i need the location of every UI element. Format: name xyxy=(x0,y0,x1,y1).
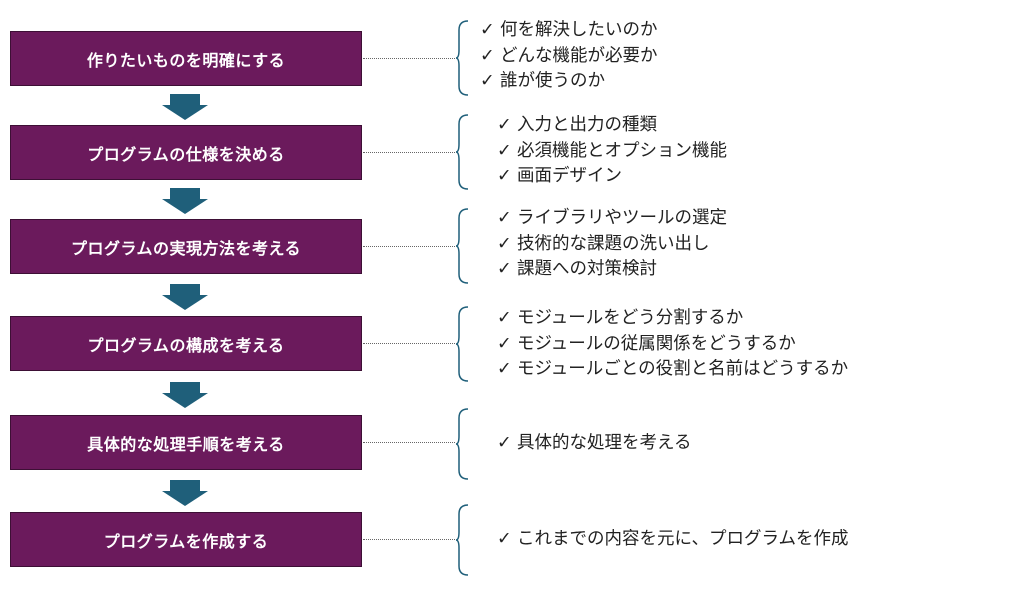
down-arrow-icon xyxy=(162,480,208,506)
check-icon: ✓ xyxy=(497,529,512,549)
step-box-5: 具体的な処理手順を考える xyxy=(10,415,362,470)
down-arrow-icon xyxy=(162,94,208,120)
step-5-items: ✓具体的な処理を考える xyxy=(497,431,691,457)
list-item: ✓ライブラリやツールの選定 xyxy=(497,206,727,232)
connector-line xyxy=(363,58,455,59)
list-item: ✓入力と出力の種類 xyxy=(497,113,727,139)
step-box-2: プログラムの仕様を決める xyxy=(10,125,362,180)
check-icon: ✓ xyxy=(497,208,512,228)
step-box-6: プログラムを作成する xyxy=(10,512,362,567)
list-item: ✓どんな機能が必要か xyxy=(480,44,658,70)
down-arrow-icon xyxy=(162,188,208,214)
list-item: ✓モジュールをどう分割するか xyxy=(497,306,848,332)
list-item: ✓課題への対策検討 xyxy=(497,257,727,283)
left-brace-icon xyxy=(455,208,469,284)
list-item: ✓誰が使うのか xyxy=(480,69,658,95)
step-4-items: ✓モジュールをどう分割するか ✓モジュールの従属関係をどうするか ✓モジュールご… xyxy=(497,306,848,383)
step-box-1: 作りたいものを明確にする xyxy=(10,31,362,86)
step-2-items: ✓入力と出力の種類 ✓必須機能とオプション機能 ✓画面デザイン xyxy=(497,113,727,190)
check-icon: ✓ xyxy=(497,259,512,279)
connector-line xyxy=(363,152,455,153)
check-icon: ✓ xyxy=(480,20,495,40)
list-item: ✓モジュールごとの役割と名前はどうするか xyxy=(497,357,848,383)
check-icon: ✓ xyxy=(497,359,512,379)
left-brace-icon xyxy=(455,306,469,382)
step-box-4: プログラムの構成を考える xyxy=(10,316,362,371)
list-item: ✓技術的な課題の洗い出し xyxy=(497,232,727,258)
left-brace-icon xyxy=(455,504,469,576)
check-icon: ✓ xyxy=(497,308,512,328)
left-brace-icon xyxy=(455,20,469,96)
list-item: ✓これまでの内容を元に、プログラムを作成 xyxy=(497,527,848,553)
list-item: ✓具体的な処理を考える xyxy=(497,431,691,457)
connector-line xyxy=(363,343,455,344)
left-brace-icon xyxy=(455,114,469,190)
check-icon: ✓ xyxy=(480,71,495,91)
check-icon: ✓ xyxy=(497,433,512,453)
connector-line xyxy=(363,442,455,443)
check-icon: ✓ xyxy=(480,45,495,66)
check-icon: ✓ xyxy=(497,115,512,135)
list-item: ✓必須機能とオプション機能 xyxy=(497,139,727,165)
step-box-3: プログラムの実現方法を考える xyxy=(10,219,362,274)
list-item: ✓何を解決したいのか xyxy=(480,18,658,44)
list-item: ✓画面デザイン xyxy=(497,164,727,190)
step-1-items: ✓何を解決したいのか ✓どんな機能が必要か ✓誰が使うのか xyxy=(480,18,658,95)
down-arrow-icon xyxy=(162,284,208,310)
check-icon: ✓ xyxy=(497,333,512,354)
connector-line xyxy=(363,539,455,540)
check-icon: ✓ xyxy=(497,140,512,161)
left-brace-icon xyxy=(455,408,469,480)
step-6-items: ✓これまでの内容を元に、プログラムを作成 xyxy=(497,527,848,553)
check-icon: ✓ xyxy=(497,233,512,254)
step-3-items: ✓ライブラリやツールの選定 ✓技術的な課題の洗い出し ✓課題への対策検討 xyxy=(497,206,727,283)
check-icon: ✓ xyxy=(497,166,512,186)
connector-line xyxy=(363,246,455,247)
list-item: ✓モジュールの従属関係をどうするか xyxy=(497,332,848,358)
down-arrow-icon xyxy=(162,382,208,408)
